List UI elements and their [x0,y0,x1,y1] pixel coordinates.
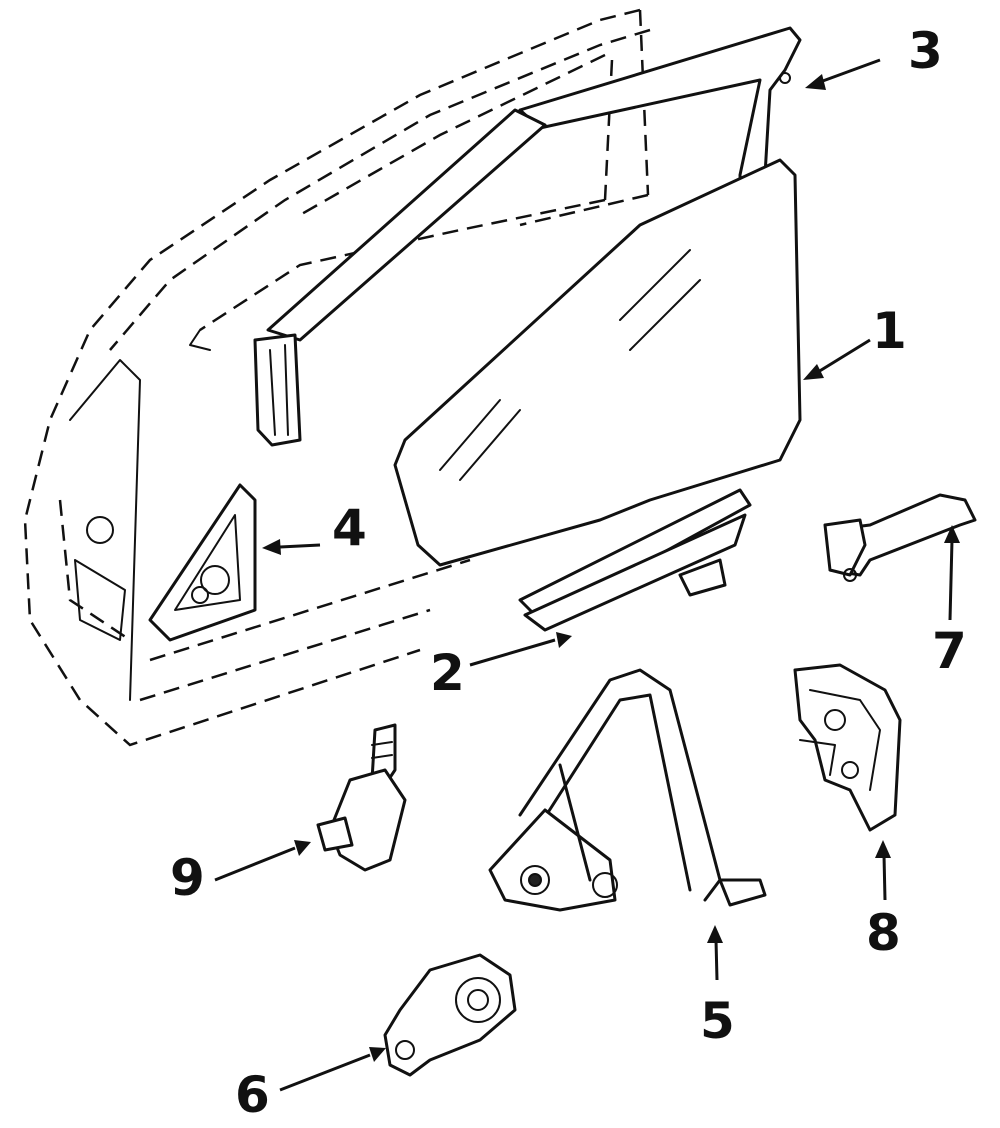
callout-9: 9 [170,849,205,907]
part-9-lock-actuator [316,723,407,872]
part-4-vent-patch [148,483,257,642]
door-shell-outline [23,8,651,747]
callout-1: 1 [872,302,907,360]
callout-7: 7 [932,622,967,680]
part-6-window-motor [383,953,517,1077]
callout-8: 8 [866,904,901,962]
part-8-door-lock [793,663,902,832]
part-1-door-glass [393,158,802,567]
part-7-door-handle [823,493,977,582]
callout-4: 4 [332,499,367,557]
callout-arrows [214,58,960,1092]
part-3-glass-run-channel [253,26,802,447]
callout-5: 5 [700,992,735,1050]
part-2-lower-sash-channel [518,488,752,632]
door-inner-panel [69,329,211,701]
part-5-window-regulator [488,668,767,912]
callout-3: 3 [908,22,943,80]
callout-2: 2 [430,644,465,702]
callout-6: 6 [235,1066,270,1124]
